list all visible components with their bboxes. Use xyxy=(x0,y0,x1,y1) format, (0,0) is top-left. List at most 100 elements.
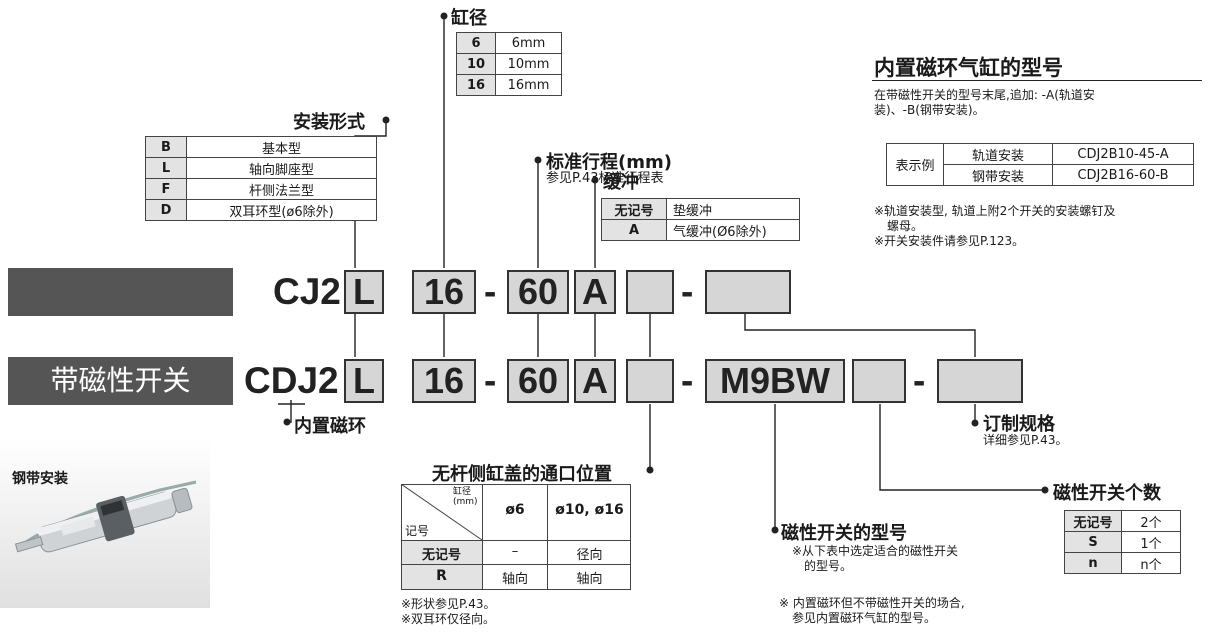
port-row-cell: 轴向 xyxy=(501,572,528,587)
port-col1: ø6 xyxy=(505,502,525,518)
mount-type: 基本型 xyxy=(186,136,377,158)
builtin-note1-line2: 螺母。 xyxy=(887,219,924,233)
table-row: n n个 xyxy=(1064,552,1181,574)
custom-note: 详细参见P.43。 xyxy=(983,433,1068,447)
port-row-symbol: R xyxy=(436,568,447,584)
mount-code: B xyxy=(145,136,187,158)
table-row: L 轴向脚座型 xyxy=(145,157,377,179)
stroke-note: 参见P.43标准行程表 xyxy=(546,171,664,186)
port-note2: ※双耳环仅径向。 xyxy=(401,612,496,626)
builtin-rule xyxy=(872,80,1202,81)
row2-dash1: - xyxy=(484,360,497,401)
row1-dash2: - xyxy=(681,271,694,312)
table-row: 钢带安装 CDJ2B16-60-B xyxy=(887,164,1194,186)
table-row: S 1个 xyxy=(1064,531,1181,553)
row2-port-box xyxy=(626,359,674,403)
switch-model-note2-line2: 参见内置磁环气缸的型号。 xyxy=(792,611,937,625)
mount-table: B 基本型 L 轴向脚座型 F 杆侧法兰型 D 双耳环型(ø6除外) xyxy=(145,136,377,221)
count-value: 1个 xyxy=(1121,531,1181,553)
bore-value: 10mm xyxy=(495,53,562,75)
magnet-title: 内置磁环 xyxy=(294,416,366,437)
table-row: 表示例 轨道安装 CDJ2B10-45-A xyxy=(886,143,1194,186)
bore-value: 16mm xyxy=(495,74,562,96)
builtin-desc-line1: 在带磁性开关的型号末尾,追加: -A(轨道安 xyxy=(874,88,1095,102)
cushion-title: 缓冲 xyxy=(603,172,639,193)
row1-cushion-box: A xyxy=(574,270,616,314)
mount-code: L xyxy=(145,157,187,179)
port-row-cell: – xyxy=(511,544,519,559)
switch-model-note1-line1: ※从下表中选定适合的磁性开关 xyxy=(792,544,959,558)
bore-code: 10 xyxy=(456,53,496,75)
builtin-table: 表示例 轨道安装 CDJ2B10-45-A 钢带安装 CDJ2B16-60-B xyxy=(886,143,1194,186)
table-row: 16 16mm xyxy=(456,74,562,96)
builtin-row-header: 表示例 xyxy=(886,143,944,186)
standard-band xyxy=(8,268,233,316)
row2-dash3: - xyxy=(913,360,926,401)
mount-title: 安装形式 xyxy=(293,112,365,133)
row2-prefix-d: D xyxy=(270,360,298,401)
table-row: D 双耳环型(ø6除外) xyxy=(145,199,377,221)
cushion-table: 无记号 垫缓冲 A 气缓冲(Ø6除外) xyxy=(601,198,800,241)
row2-count-box xyxy=(852,359,906,403)
table-row: 无记号 垫缓冲 xyxy=(601,198,800,220)
builtin-mount: 轨道安装 xyxy=(943,143,1053,165)
mount-type: 轴向脚座型 xyxy=(186,157,377,179)
row1-bore-box: 16 xyxy=(412,270,476,314)
mount-code: F xyxy=(145,178,187,200)
table-row: A 气缓冲(Ø6除外) xyxy=(601,219,800,241)
cushion-code: A xyxy=(601,219,667,241)
row2-prefix: CDJ2 xyxy=(244,359,339,403)
port-table-grid xyxy=(401,484,631,590)
row2-prefix-j: J2 xyxy=(297,360,339,401)
mount-type: 杆侧法兰型 xyxy=(186,178,377,200)
cushion-code: 无记号 xyxy=(601,198,667,220)
port-row-symbol: 无记号 xyxy=(421,548,461,563)
row1-custom-box xyxy=(705,270,791,314)
row2-stroke-box: 60 xyxy=(507,359,569,403)
builtin-model: CDJ2B10-45-A xyxy=(1052,143,1194,165)
switch-model-title: 磁性开关的型号 xyxy=(781,523,907,544)
port-title: 无杆侧缸盖的通口位置 xyxy=(432,464,612,485)
count-code: S xyxy=(1064,531,1122,553)
switch-model-note2-line1: ※ 内置磁环但不带磁性开关的场合, xyxy=(779,596,965,610)
mount-type: 双耳环型(ø6除外) xyxy=(186,199,377,221)
port-head-bore: 缸径 xyxy=(453,487,472,497)
count-value: n个 xyxy=(1121,552,1181,574)
table-row: B 基本型 xyxy=(145,136,377,158)
cushion-type: 气缓冲(Ø6除外) xyxy=(666,219,800,241)
port-note1: ※形状参见P.43。 xyxy=(401,597,496,611)
builtin-desc-line2: 装)、-B(钢带安装)。 xyxy=(874,103,985,117)
bore-table: 6 6mm 10 10mm 16 16mm xyxy=(456,32,562,96)
port-row-cell: 径向 xyxy=(576,548,603,563)
bore-code: 6 xyxy=(456,32,496,54)
row2-bore-box: 16 xyxy=(412,359,476,403)
row1-cushion-code: A xyxy=(582,271,608,312)
magnet-switch-band: 带磁性开关 xyxy=(8,357,233,405)
bore-code: 16 xyxy=(456,74,496,96)
port-col2: ø10, ø16 xyxy=(555,502,624,518)
builtin-note1-line1: ※轨道安装型, 轨道上附2个开关的安装螺钉及 xyxy=(874,204,1116,218)
count-value: 2个 xyxy=(1121,510,1181,532)
stroke-title: 标准行程(mm) xyxy=(546,152,672,173)
count-title: 磁性开关个数 xyxy=(1053,483,1161,504)
count-code: 无记号 xyxy=(1064,510,1122,532)
row1-stroke-box: 60 xyxy=(507,270,569,314)
builtin-model: CDJ2B16-60-B xyxy=(1052,164,1194,186)
table-row: 10 10mm xyxy=(456,53,562,75)
row2-prefix-c: C xyxy=(244,360,271,401)
photo-label: 钢带安装 xyxy=(12,471,68,487)
builtin-title: 内置磁环气缸的型号 xyxy=(874,56,1063,80)
count-code: n xyxy=(1064,552,1122,574)
row1-prefix: CJ2 xyxy=(273,271,341,312)
table-row: F 杆侧法兰型 xyxy=(145,178,377,200)
cushion-type: 垫缓冲 xyxy=(666,198,800,220)
port-head-symbol: 记号 xyxy=(405,524,430,538)
count-table: 无记号 2个 S 1个 n n个 xyxy=(1064,510,1181,574)
table-row: 6 6mm xyxy=(456,32,562,54)
row2-cushion-box: A xyxy=(574,359,616,403)
row1-port-box xyxy=(626,270,674,314)
row2-dash2: - xyxy=(681,360,694,401)
port-row-cell: 轴向 xyxy=(576,572,603,587)
switch-model-note1-line2: 的型号。 xyxy=(804,559,853,573)
